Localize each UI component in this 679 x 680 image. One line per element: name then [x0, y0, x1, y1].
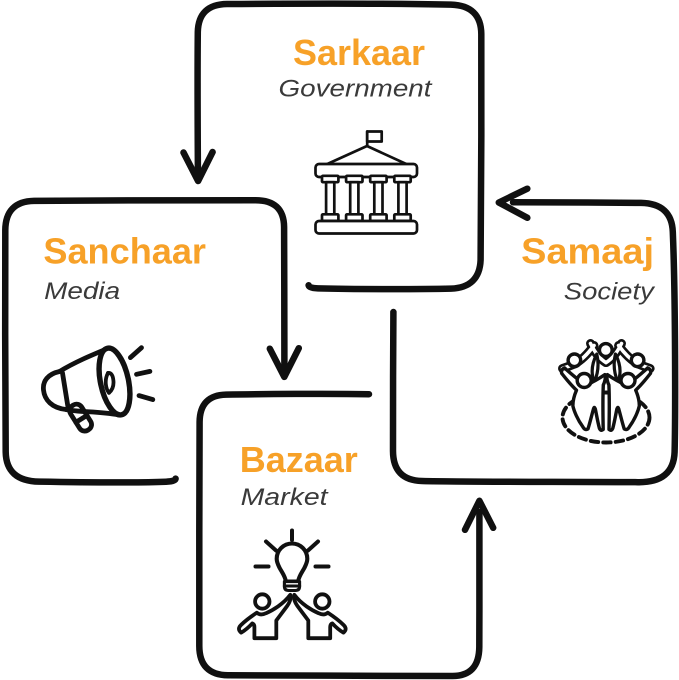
svg-text:Samaaj: Samaaj: [521, 231, 654, 272]
svg-text:Market: Market: [241, 484, 330, 511]
svg-text:Bazaar: Bazaar: [240, 439, 358, 480]
svg-text:Society: Society: [564, 279, 656, 306]
svg-text:Media: Media: [44, 278, 120, 305]
svg-text:Sarkaar: Sarkaar: [293, 32, 425, 73]
svg-text:Government: Government: [279, 76, 434, 103]
svg-text:Sanchaar: Sanchaar: [43, 231, 206, 272]
